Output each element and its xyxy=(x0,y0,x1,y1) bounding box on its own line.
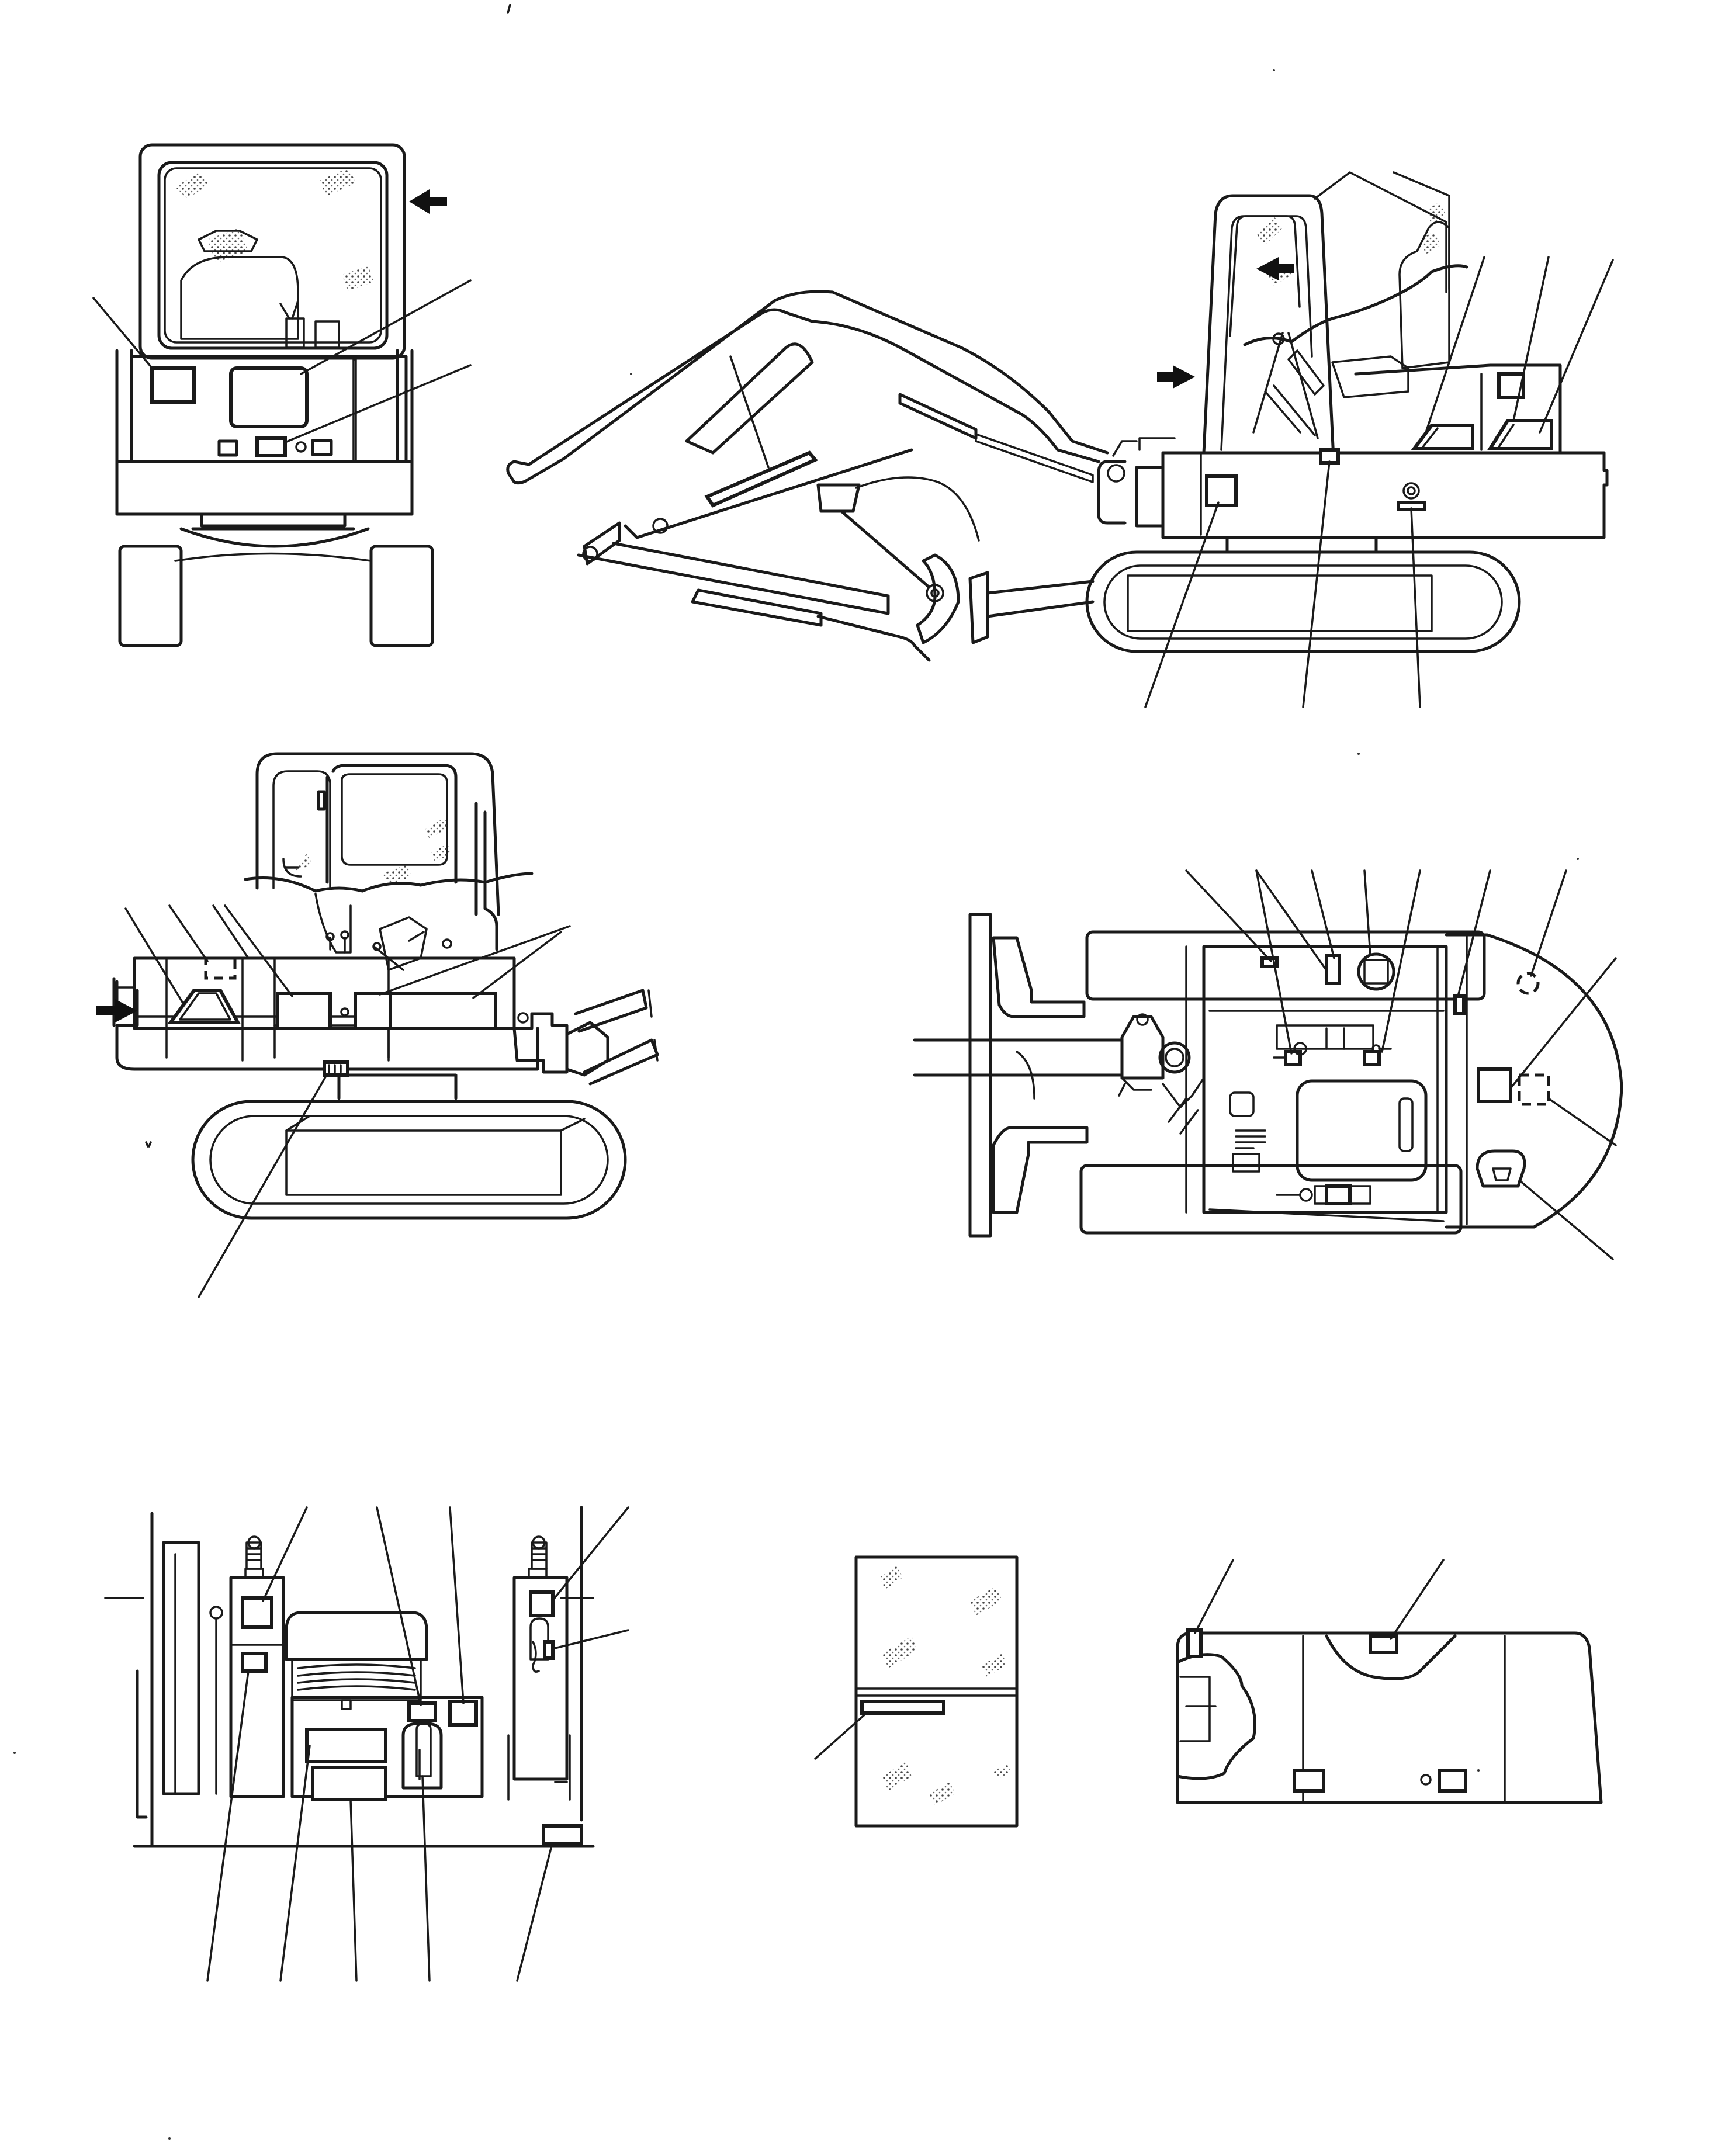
left-decal-window-a xyxy=(1411,424,1474,450)
top-decal-6 xyxy=(1363,1050,1381,1066)
cab-decal-seat-a xyxy=(407,1701,437,1722)
door-decal xyxy=(860,1700,945,1715)
right-boom-cut xyxy=(574,989,659,1086)
left-decal-window-b xyxy=(1487,419,1553,450)
right-track xyxy=(191,1100,627,1220)
side-track xyxy=(1085,550,1521,653)
right-decal-c xyxy=(389,992,497,1030)
right-decal-a xyxy=(276,992,332,1030)
tilde-mark-icon xyxy=(507,4,511,14)
cab-decal-right-upper xyxy=(529,1590,555,1617)
cover-decal-bottom-a xyxy=(1293,1769,1325,1793)
rear-undercarriage xyxy=(179,527,370,548)
top-decal-hidden xyxy=(1518,1073,1550,1106)
top-view xyxy=(913,869,1623,1260)
cover-cutaway-left xyxy=(1176,1653,1256,1780)
top-blade xyxy=(968,913,992,1238)
left-side-view xyxy=(506,171,1614,708)
side-bucket-cylinder xyxy=(691,588,823,627)
door-frame xyxy=(854,1555,1019,1828)
pointer-arrow-icon xyxy=(1157,365,1195,389)
cab-decal-seat-b xyxy=(448,1700,478,1727)
cab-pillar xyxy=(162,1541,200,1795)
left-decal-square xyxy=(1205,474,1238,507)
cab-seat-back xyxy=(285,1611,428,1661)
cab-right-console xyxy=(512,1576,569,1781)
cab-left-console xyxy=(229,1576,285,1798)
right-swing-bracket xyxy=(512,1012,569,1074)
side-boom-cylinder xyxy=(898,393,978,440)
pointer-arrow-icon xyxy=(96,999,137,1022)
top-decal-7 xyxy=(1325,1184,1352,1205)
side-link xyxy=(816,483,931,589)
top-boom xyxy=(913,1038,1124,1077)
operator-cab-interior xyxy=(104,1506,629,1982)
rear-right-track xyxy=(369,545,434,647)
cab-decal-floor xyxy=(542,1824,583,1845)
side-cab-frame xyxy=(1202,194,1335,460)
rear-seat-headrest xyxy=(198,230,258,252)
side-bucket xyxy=(916,553,960,644)
top-fuel-cap xyxy=(1357,952,1395,991)
rear-cab-frame xyxy=(138,143,406,360)
side-swing-bracket xyxy=(1135,466,1165,528)
side-upper-structure xyxy=(1161,451,1609,539)
cab-decal-left-lower xyxy=(241,1652,268,1673)
cover-cutaway-top xyxy=(1325,1634,1457,1680)
right-cab-frame xyxy=(255,752,500,916)
cab-decal-right-side xyxy=(543,1640,555,1660)
rear-seat xyxy=(180,256,299,340)
cab-door-window xyxy=(814,1555,1019,1828)
top-decal-3 xyxy=(1453,994,1466,1015)
left-decal-boom xyxy=(704,450,818,508)
top-track-lower xyxy=(1079,1164,1463,1235)
rear-view xyxy=(92,143,472,647)
top-track-upper xyxy=(1085,930,1486,1001)
top-decal-4 xyxy=(1477,1067,1512,1103)
right-side-view xyxy=(96,752,659,1298)
rear-counterweight xyxy=(115,460,414,516)
right-decal-hidden xyxy=(204,956,237,980)
rear-decal-3 xyxy=(255,436,287,457)
right-decal-step xyxy=(323,1060,349,1077)
right-decal-window xyxy=(167,989,241,1024)
top-decal-2 xyxy=(1325,954,1341,985)
cover-decal-top xyxy=(1369,1634,1398,1654)
top-seal xyxy=(1476,1149,1526,1188)
rear-decal-2 xyxy=(229,366,309,428)
right-decal-b xyxy=(354,992,392,1030)
rear-decal-1 xyxy=(150,366,196,404)
cab-decal-large-a xyxy=(305,1728,387,1763)
pointer-arrow-icon xyxy=(409,189,447,214)
side-cab-cutaway xyxy=(1243,264,1468,346)
side-boom xyxy=(506,290,1109,485)
pointer-arrow-icon xyxy=(1256,257,1294,280)
cab-decal-large-b xyxy=(311,1766,387,1801)
cover-outline xyxy=(1176,1631,1603,1804)
side-seat xyxy=(1398,221,1450,369)
right-cab-window xyxy=(325,764,458,884)
side-window xyxy=(1229,215,1301,337)
cover-decal-bottom-b xyxy=(1438,1769,1467,1793)
rear-window xyxy=(157,161,389,350)
counterweight-cover xyxy=(1176,1559,1603,1804)
right-cab-cutaway xyxy=(244,872,534,893)
cover-decal-left xyxy=(1186,1628,1203,1658)
top-operator-seat xyxy=(1296,1079,1428,1182)
rear-left-track xyxy=(118,545,183,647)
cab-decal-left-upper xyxy=(241,1596,273,1629)
side-blade xyxy=(968,571,989,644)
side-arm-cylinder xyxy=(685,342,814,455)
top-counterweight xyxy=(1445,933,1623,1229)
side-arm xyxy=(577,542,890,615)
